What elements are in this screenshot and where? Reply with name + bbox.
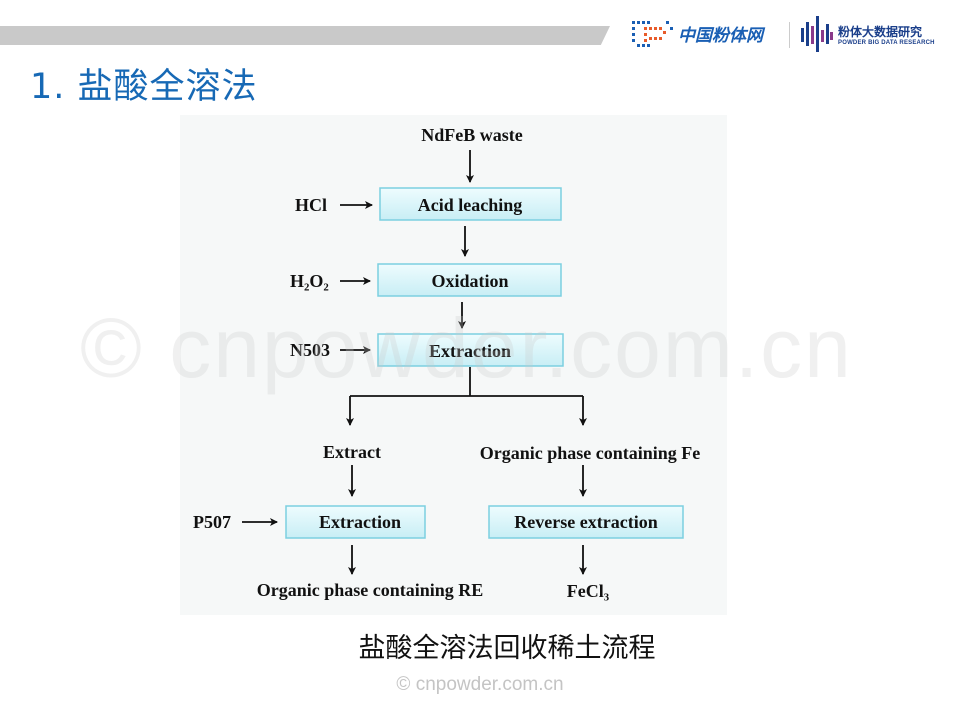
organic-fe-label: Organic phase containing Fe: [480, 443, 701, 463]
process-flow-diagram: NdFeB waste HCl Acid leaching H₂O₂ Oxida…: [180, 115, 727, 615]
logo-text: 中国粉体网: [678, 25, 763, 46]
step-label: Extraction: [319, 512, 401, 532]
cnpowder-logo: 中国粉体网: [630, 18, 763, 48]
header-bar: [0, 26, 610, 45]
output-re: Organic phase containing RE: [257, 580, 484, 600]
cp-logo-icon: [632, 21, 673, 47]
box-oxidation: [377, 263, 562, 297]
watermark: © cnpowder.com.cn: [80, 301, 853, 395]
powder-big-data-logo: 粉体大数据研究 POWDER BIG DATA RESEARCH: [800, 16, 935, 52]
output-fecl3: FeCl₃: [567, 581, 610, 601]
step-label: Extraction: [429, 341, 511, 361]
box-extraction-p507: [285, 505, 426, 539]
logo-divider: [789, 22, 790, 48]
box-acid-leaching: [379, 187, 562, 221]
bar-logo-icon: [801, 16, 833, 52]
step-label: Oxidation: [431, 271, 508, 291]
input-h2o2: H₂O₂: [290, 271, 329, 291]
input-p507: P507: [193, 512, 231, 532]
logo-text: 粉体大数据研究: [838, 24, 923, 39]
step-label: Acid leaching: [418, 195, 523, 215]
box-extraction-n503: [377, 333, 564, 367]
footer-copyright: © cnpowder.com.cn: [396, 674, 564, 695]
start-label: NdFeB waste: [421, 125, 523, 145]
step-label: Reverse extraction: [514, 512, 657, 532]
slide-title: 1. 盐酸全溶法: [30, 67, 258, 107]
input-hcl: HCl: [295, 195, 327, 215]
extract-label: Extract: [323, 442, 381, 462]
input-n503: N503: [290, 340, 330, 360]
figure-caption: 盐酸全溶法回收稀土流程: [358, 633, 656, 664]
box-reverse-extraction: [488, 505, 684, 539]
logo-subtext: POWDER BIG DATA RESEARCH: [838, 39, 935, 46]
